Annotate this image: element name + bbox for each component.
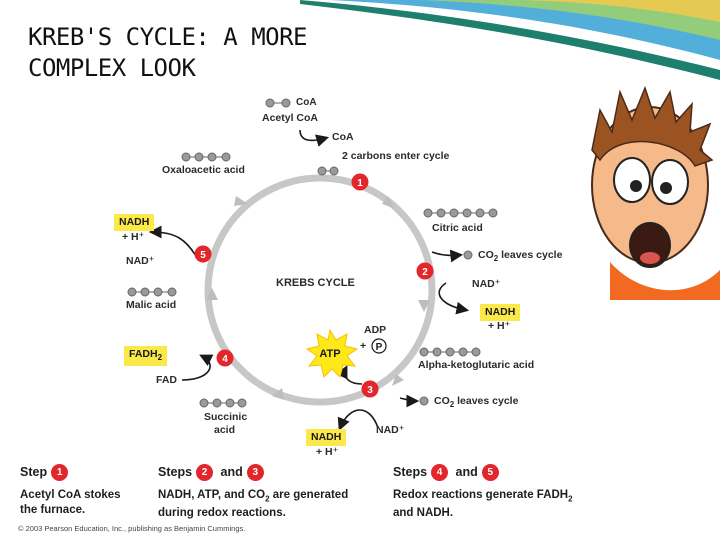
succinic-chain-icon (199, 398, 247, 408)
step-badge-2: 2 (416, 262, 434, 280)
step-badge-1: 1 (351, 173, 369, 191)
acetyl-carbons-icon (317, 166, 339, 176)
co2-leaves-label-2: CO2 leaves cycle (434, 395, 519, 410)
fad-label: FAD (156, 374, 177, 386)
svg-text:2: 2 (422, 267, 428, 278)
phosphate-icon (371, 338, 387, 354)
nad-left-label: NAD⁺ (126, 255, 155, 267)
step-badge-3: 3 (361, 380, 379, 398)
shocked-face-illustration (591, 85, 720, 300)
coa-release-arrow (299, 129, 330, 147)
two-carbons-label: 2 carbons enter cycle (342, 150, 450, 162)
phosphate-label: P (376, 342, 383, 353)
svg-text:1: 1 (357, 178, 363, 189)
plus-label: + (360, 340, 367, 352)
step1-heading-badge: 1 (51, 464, 69, 481)
title-line-2: COMPLEX LOOK (28, 54, 196, 82)
krebs-cycle-center-label: KREBS CYCLE (276, 277, 355, 289)
slide-title: KREB'S CYCLE: A MORE COMPLEX LOOK (28, 22, 358, 84)
alpha-kg-chain-icon (419, 347, 481, 357)
citric-chain-icon (423, 208, 498, 218)
copyright-footer: © 2003 Pearson Education, Inc., publishi… (18, 524, 246, 533)
step-badge-4: 4 (216, 349, 234, 367)
step-badge-5: 5 (194, 245, 212, 263)
co2-icon-2 (419, 396, 429, 406)
coa-chain-icon (265, 98, 291, 108)
co2-leaves-arrow-1 (431, 249, 464, 263)
adp-label: ADP (364, 324, 387, 336)
succinic-label-1: Succinic (204, 411, 248, 423)
cycle-ring (204, 174, 436, 406)
co2-leaves-arrow-2 (399, 394, 420, 408)
nad-to-nadh-bottom-arrow (337, 409, 379, 431)
oxaloacetic-chain-icon (181, 152, 231, 162)
header-swoosh (300, 0, 720, 80)
co2-icon-1 (463, 250, 473, 260)
h-bottom-label: + H⁺ (316, 446, 339, 458)
citric-label: Citric acid (432, 222, 483, 234)
h-right-label: + H⁺ (488, 320, 511, 332)
nad-right-label: NAD⁺ (472, 278, 501, 290)
coa-top-label: CoA (296, 97, 317, 108)
step23-text: NADH, ATP, and CO2 are generated during … (158, 489, 349, 520)
alpha-kg-label: Alpha-ketoglutaric acid (418, 359, 535, 371)
nadh-bottom-badge: NADH (306, 429, 347, 446)
nad-to-nadh-right-arrow (438, 282, 470, 315)
svg-text:3: 3 (367, 385, 373, 396)
h-left-label: + H⁺ (122, 231, 145, 243)
nad-bottom-label: NAD⁺ (376, 424, 405, 436)
atp-star-icon (305, 328, 359, 378)
svg-text:5: 5 (200, 250, 206, 261)
fad-to-fadh2-arrow (181, 354, 214, 381)
acetyl-coa-label: Acetyl CoA (262, 112, 319, 124)
nad-to-nadh-left-arrow (148, 225, 197, 257)
atp-label: ATP (319, 348, 340, 360)
oxaloacetic-label: Oxaloacetic acid (162, 164, 245, 176)
malic-chain-icon (127, 287, 177, 297)
nadh-right-badge: NADH (480, 304, 521, 321)
nadh-left-badge: NADH (114, 214, 155, 231)
adp-to-atp-arrow (335, 365, 363, 385)
step45-text: Redox reactions generate FADH2 and NADH. (393, 489, 573, 520)
malic-label: Malic acid (126, 299, 177, 311)
title-line-1: KREB'S CYCLE: A MORE (28, 23, 307, 51)
svg-text:4: 4 (222, 354, 228, 365)
coa-released-label: CoA (332, 131, 354, 143)
succinic-label-2: acid (214, 424, 236, 436)
co2-leaves-label-1: CO2 leaves cycle (478, 249, 563, 264)
fadh2-badge: FADH2 (124, 346, 168, 367)
